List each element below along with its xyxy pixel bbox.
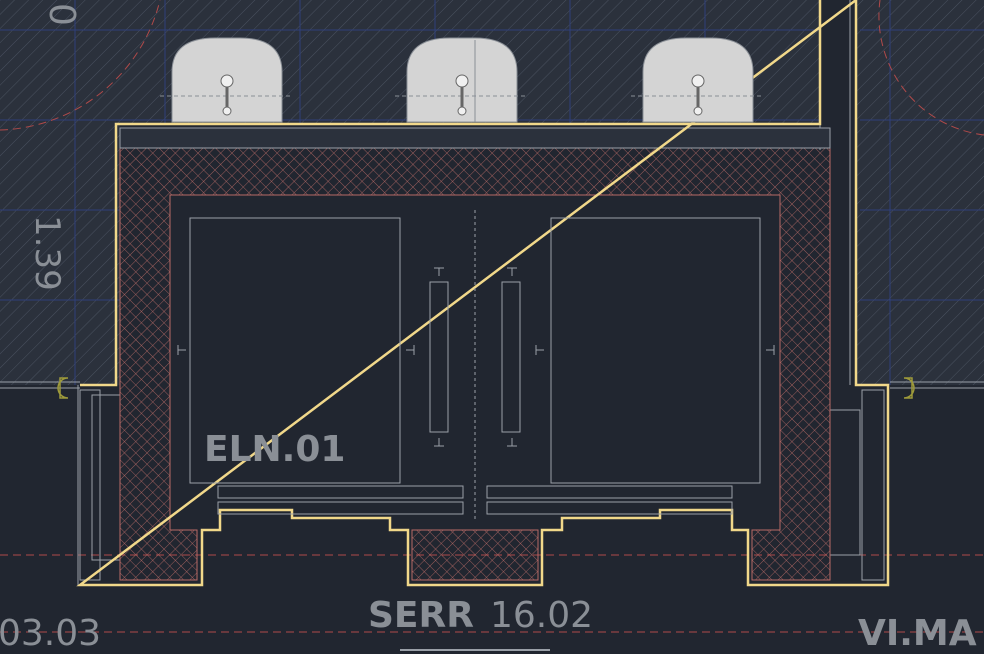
washbasin-2 xyxy=(395,37,527,123)
washbasin-1 xyxy=(160,37,292,123)
room-interior xyxy=(177,210,775,651)
door-hinges xyxy=(57,377,915,399)
dimension-label: 1.39 xyxy=(27,215,67,291)
insulation-band xyxy=(119,147,831,581)
room-tag: ELN.01 xyxy=(204,429,345,470)
left-room-area: 03.03 xyxy=(0,613,101,654)
right-room-partial: VI.MA xyxy=(858,613,977,654)
washbasin-3 xyxy=(631,37,763,123)
wall-outline xyxy=(76,0,890,587)
top-left-partial-label: 0 xyxy=(41,3,82,26)
room-area: 16.02 xyxy=(490,595,593,636)
counter-wall xyxy=(119,127,831,149)
washbasins xyxy=(160,37,763,123)
room-name: SERR xyxy=(368,595,474,636)
